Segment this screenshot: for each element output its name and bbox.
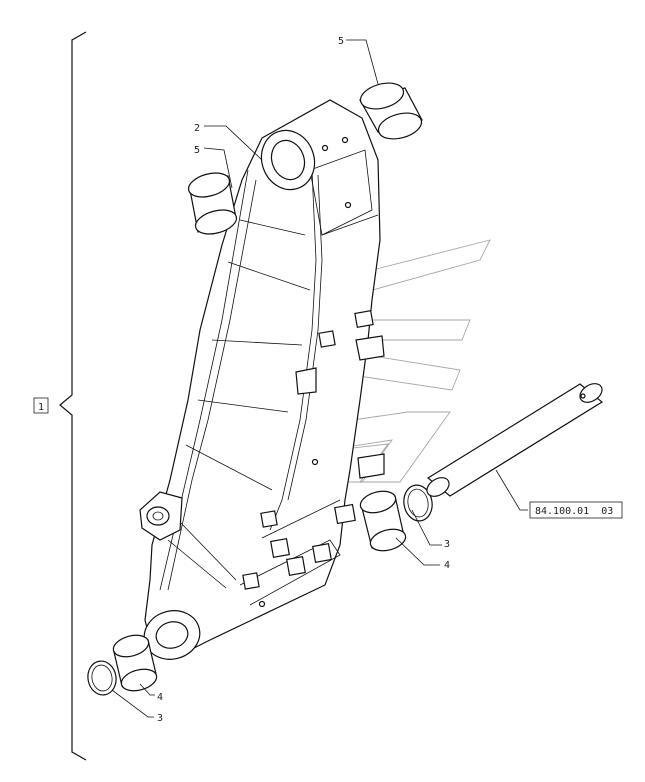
bottom-bore [143, 600, 266, 660]
reference-label: 84.100.01 03 [535, 506, 613, 517]
mounting-tabs [242, 310, 385, 590]
callout-item-5-left: 5 [194, 145, 200, 156]
pin [426, 383, 604, 497]
callout-item-1: 1 [38, 402, 44, 413]
callout-item-4-right: 4 [444, 560, 450, 571]
assembly-bracket [59, 31, 87, 761]
bushing-right [359, 484, 433, 552]
side-lug [139, 491, 183, 541]
callout-item-3-right: 3 [444, 539, 450, 550]
leader-lines [111, 39, 528, 718]
callout-item-4-bottom: 4 [157, 692, 163, 703]
bushing-top-right [359, 82, 423, 140]
callout-box-item-1 [33, 397, 49, 414]
bushing-bottom-left [87, 634, 158, 696]
arm-body [144, 99, 381, 651]
callout-item-3-bottom: 3 [157, 713, 163, 724]
top-bore [260, 129, 352, 209]
callout-item-5-top: 5 [338, 36, 344, 47]
reference-box [529, 501, 623, 519]
bushing-left [187, 172, 238, 235]
callout-item-2: 2 [194, 123, 200, 134]
